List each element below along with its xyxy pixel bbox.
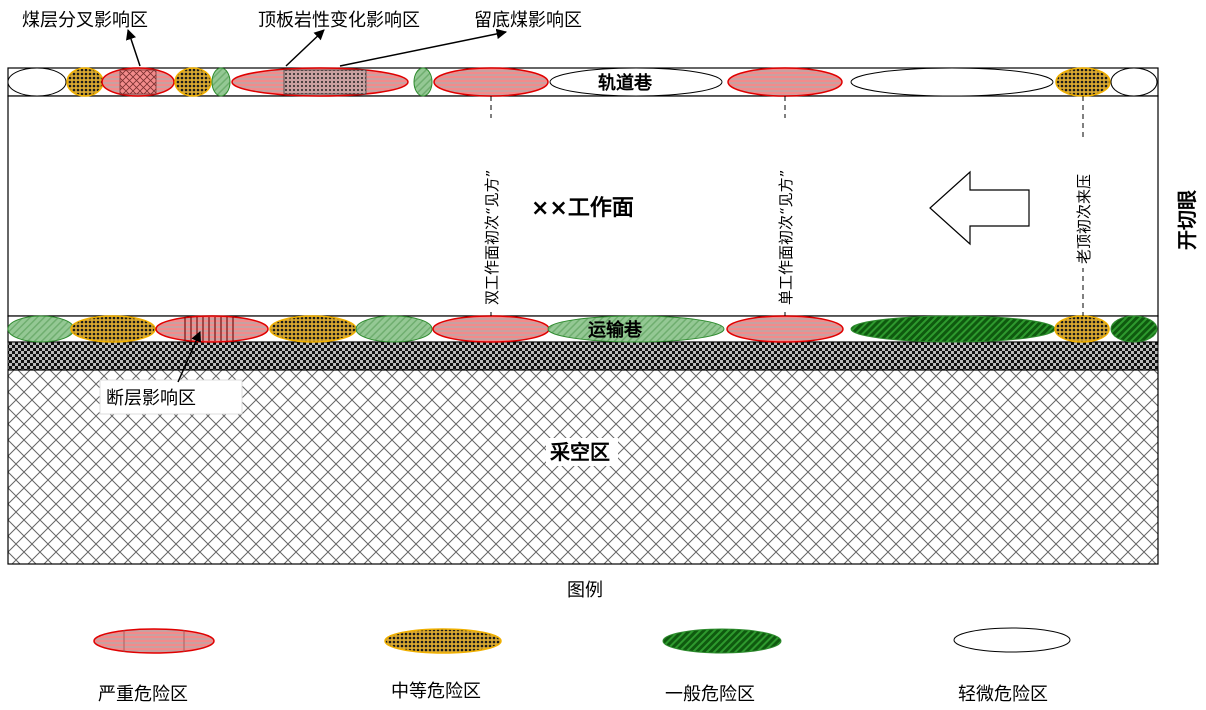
legend-medium-label: 中等危险区 (391, 681, 481, 702)
working-face-label: ××工作面 (531, 196, 634, 221)
zone-medium (1054, 315, 1110, 343)
legend-general-label: 一般危险区 (665, 684, 755, 705)
zone-medium (70, 315, 156, 343)
transport-roadway-zones (7, 315, 1158, 343)
zone-severe (432, 315, 550, 343)
note-double-face-square: 双工作面初次“见方” (483, 170, 501, 305)
open-cut-label: 开切眼 (1175, 190, 1199, 250)
zone-general-dark (850, 315, 1056, 343)
legend-slight-swatch (953, 627, 1071, 653)
zone-general (547, 315, 725, 343)
zone-severe (433, 67, 549, 97)
annotation-roof-lithology-change: 顶板岩性变化影响区 (258, 10, 420, 31)
annotation-remaining-bottom-coal: 留底煤影响区 (474, 10, 582, 31)
zone-medium (269, 315, 357, 343)
zone-severe (727, 67, 843, 97)
legend-medium-swatch (384, 628, 502, 654)
arrow-bifurcation (126, 29, 141, 67)
fault-zone-label: 断层影响区 (106, 388, 196, 409)
zone-slight (850, 67, 1054, 97)
zone-general (211, 67, 231, 97)
track-roadway-zones (7, 67, 1158, 97)
legend-general-swatch (662, 628, 782, 654)
zone-slight (549, 67, 723, 97)
zone-medium (174, 67, 212, 97)
zone-slight (7, 67, 67, 97)
bifurcation-mark (119, 69, 157, 95)
annotation-coal-seam-bifurcation: 煤层分叉影响区 (22, 10, 148, 31)
coal-pillar-band (7, 341, 1159, 371)
goaf-label: 采空区 (550, 440, 610, 464)
zone-medium (1055, 67, 1111, 97)
zone-general (413, 67, 433, 97)
legend-title: 图例 (567, 580, 603, 601)
zone-severe (155, 315, 269, 343)
legend-severe-label: 严重危险区 (98, 684, 188, 705)
legend-severe-swatch (93, 628, 215, 654)
arrow-fault (177, 331, 201, 383)
zone-general (7, 315, 75, 343)
advance-direction-arrow (929, 170, 1030, 246)
zone-severe (726, 315, 844, 343)
fault-mark (184, 317, 234, 341)
arrow-lithology (285, 29, 325, 67)
transport-roadway-label: 运输巷 (588, 319, 643, 341)
zone-general (355, 315, 433, 343)
note-first-weighting: 老顶初次来压 (1075, 174, 1093, 264)
note-single-face-square: 单工作面初次“见方” (777, 170, 795, 305)
lithology-mark (283, 69, 367, 95)
zone-slight (1110, 67, 1158, 97)
legend-slight-label: 轻微危险区 (958, 684, 1048, 705)
zone-medium (66, 67, 104, 97)
track-roadway-label: 轨道巷 (598, 72, 653, 94)
arrow-bottom-coal (339, 28, 508, 67)
zone-general-dark (1110, 315, 1158, 343)
